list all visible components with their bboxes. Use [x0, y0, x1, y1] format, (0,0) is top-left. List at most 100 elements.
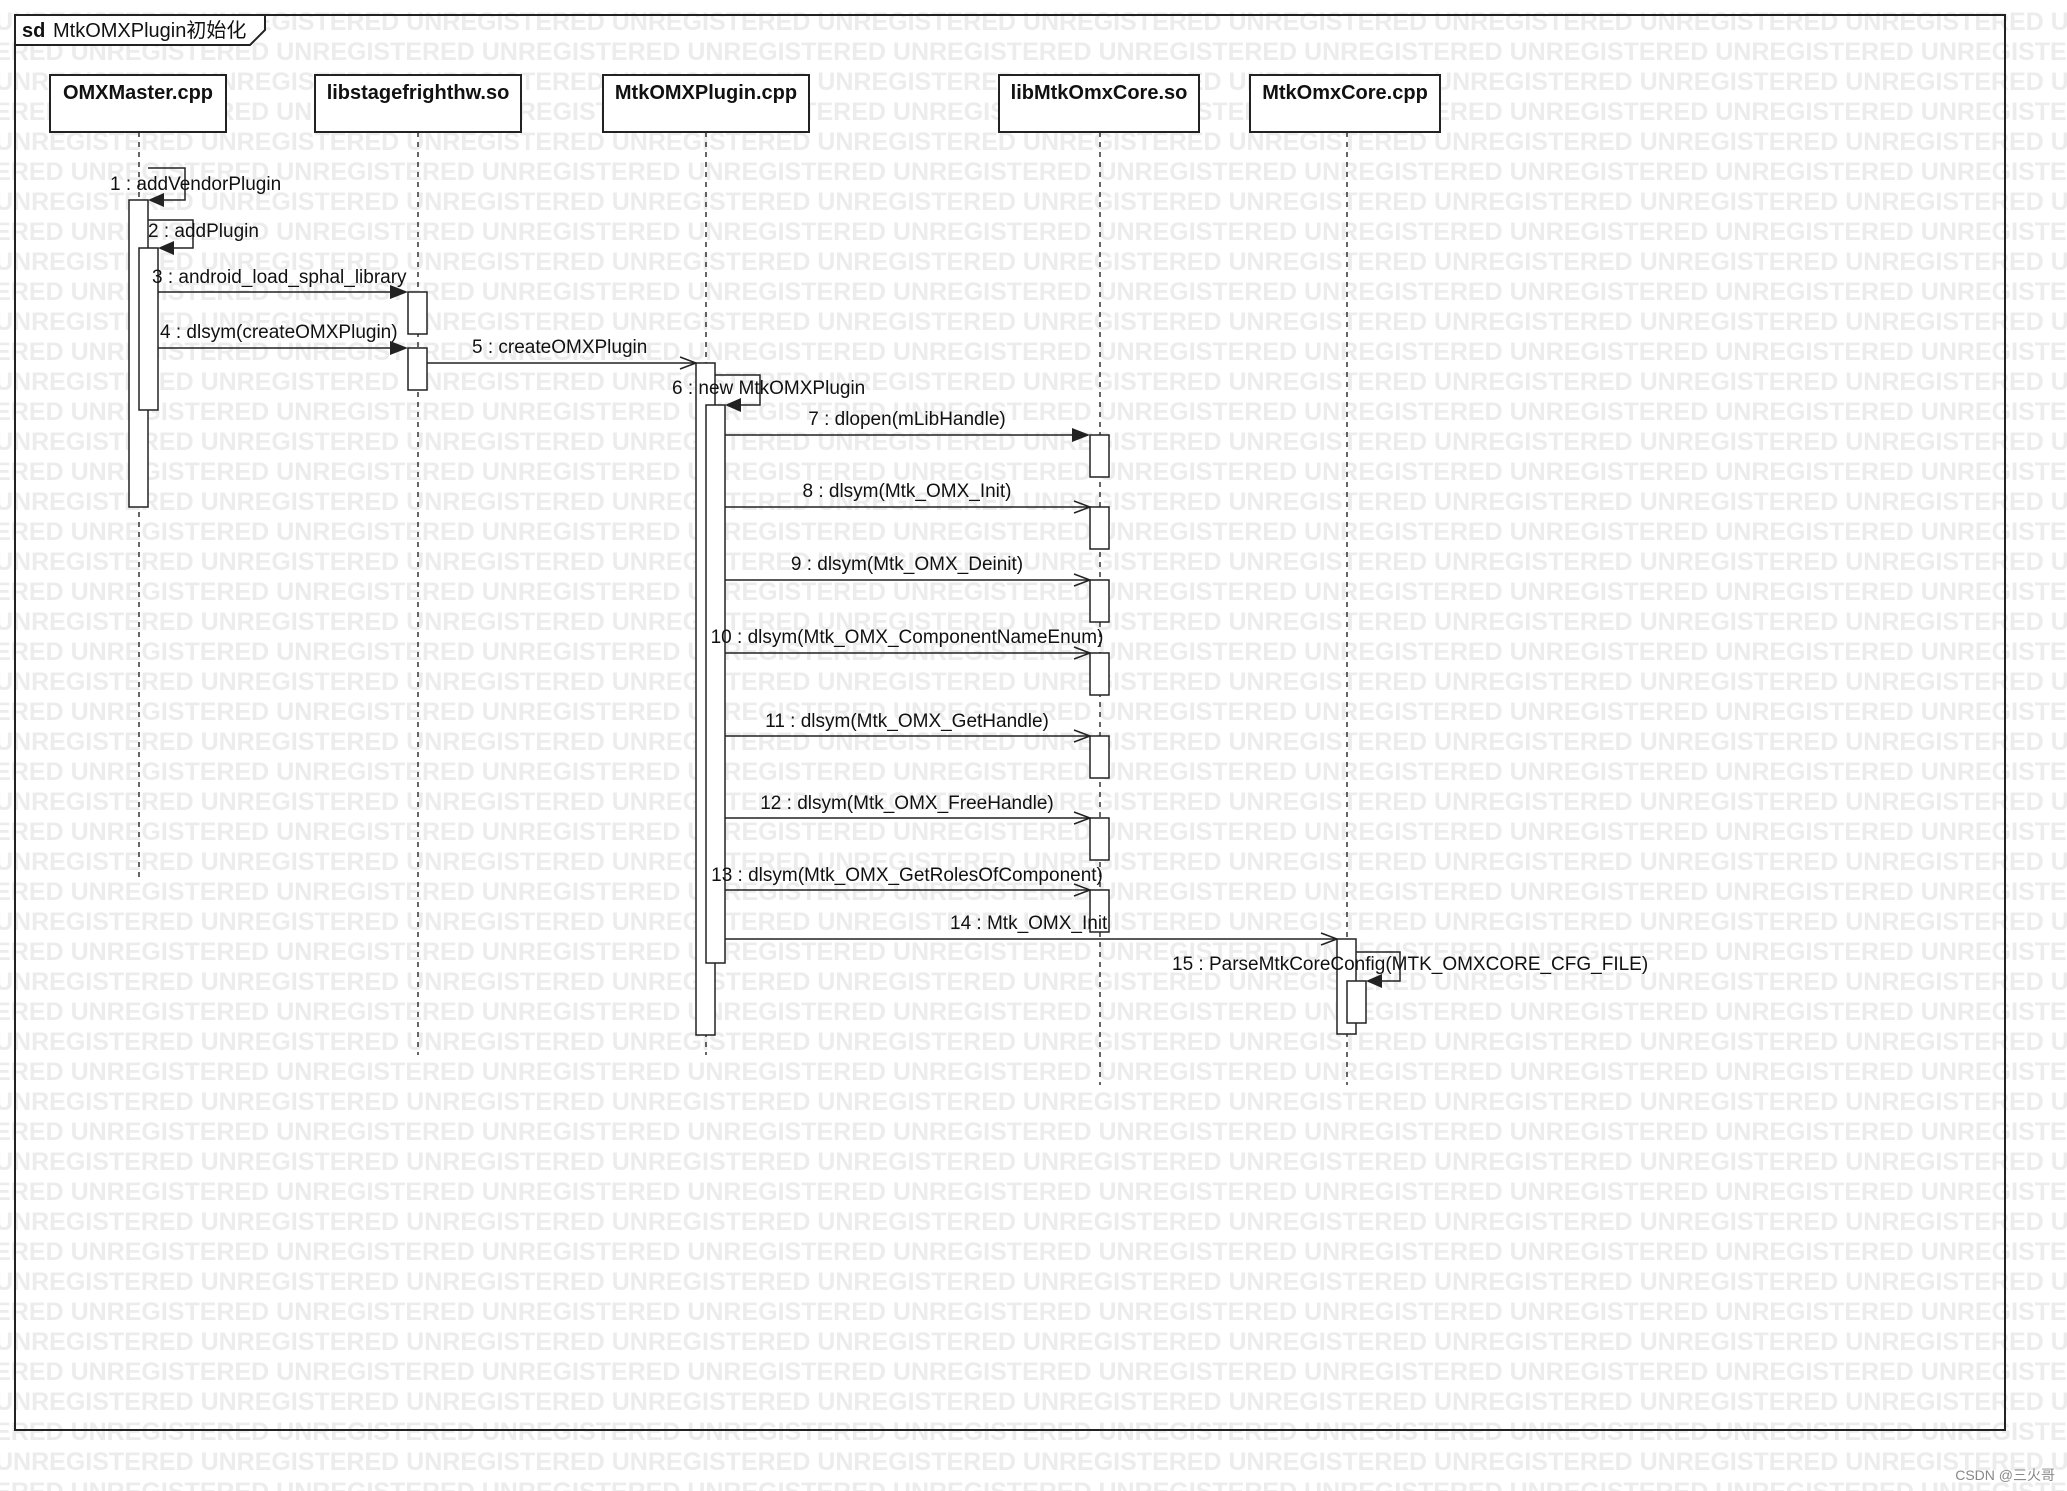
watermark-row: UNREGISTERED UNREGISTERED UNREGISTERED U… — [0, 578, 2067, 606]
message-3-android-load-sphal-library[interactable]: 3 : android_load_sphal_library — [152, 267, 408, 299]
watermark-row: UNREGISTERED UNREGISTERED UNREGISTERED U… — [0, 848, 2067, 876]
lifeline-mtkomxcore[interactable]: MtkOmxCore.cpp — [1249, 74, 1441, 1085]
message-label: 7 : dlopen(mLibHandle) — [808, 409, 1006, 430]
message-arrowhead — [1073, 646, 1093, 660]
activation-bar — [1089, 889, 1110, 933]
message-14-mtk-omx-init[interactable]: 14 : Mtk_OMX_Init — [725, 913, 1340, 946]
message-8-dlsym-mtk-omx-init[interactable]: 8 : dlsym(Mtk_OMX_Init) — [725, 481, 1093, 514]
watermark-row: UNREGISTERED UNREGISTERED UNREGISTERED U… — [0, 158, 2067, 186]
watermark-row: UNREGISTERED UNREGISTERED UNREGISTERED U… — [0, 1478, 2067, 1491]
lifeline-header-box — [602, 74, 810, 133]
message-label: 2 : addPlugin — [148, 221, 259, 242]
lifeline-header-box — [314, 74, 522, 133]
activation-bars — [128, 199, 1367, 1036]
message-label: 4 : dlsym(createOMXPlugin) — [160, 322, 398, 343]
watermark-row: UNREGISTERED UNREGISTERED UNREGISTERED U… — [0, 968, 2067, 996]
lifeline-title: OMXMaster.cpp — [63, 82, 213, 104]
lifeline-title: libstagefrighthw.so — [327, 82, 510, 104]
messages: 1 : addVendorPlugin 2 : addPlugin 3 : an… — [110, 167, 1648, 988]
message-11-dlsym-gethandle[interactable]: 11 : dlsym(Mtk_OMX_GetHandle) — [725, 711, 1093, 743]
watermark-row: UNREGISTERED UNREGISTERED UNREGISTERED U… — [0, 1418, 2067, 1446]
frame-keyword: sd — [22, 20, 45, 42]
message-arrowhead — [1072, 428, 1090, 442]
watermark-row: UNREGISTERED UNREGISTERED UNREGISTERED U… — [0, 1118, 2067, 1146]
message-1-addvendorplugin[interactable]: 1 : addVendorPlugin — [110, 167, 281, 207]
message-6-new-mtkomxplugin[interactable]: 6 : new MtkOMXPlugin — [672, 374, 865, 412]
watermark-row: UNREGISTERED UNREGISTERED UNREGISTERED U… — [0, 218, 2067, 246]
lifeline-title: libMtkOmxCore.so — [1011, 82, 1188, 104]
message-4-dlsym-createomxplugin[interactable]: 4 : dlsym(createOMXPlugin) — [158, 322, 408, 355]
watermark-row: UNREGISTERED UNREGISTERED UNREGISTERED U… — [0, 818, 2067, 846]
watermark-row: UNREGISTERED UNREGISTERED UNREGISTERED U… — [0, 428, 2067, 456]
message-7-dlopen[interactable]: 7 : dlopen(mLibHandle) — [725, 409, 1090, 442]
message-arrowhead — [390, 285, 408, 299]
watermark-row: UNREGISTERED UNREGISTERED UNREGISTERED U… — [0, 488, 2067, 516]
csdn-credit: CSDN @三火哥 — [1955, 1467, 2055, 1483]
message-9-dlsym-mtk-omx-deinit[interactable]: 9 : dlsym(Mtk_OMX_Deinit) — [725, 554, 1093, 587]
watermark-row: UNREGISTERED UNREGISTERED UNREGISTERED U… — [0, 1088, 2067, 1116]
watermark-row: UNREGISTERED UNREGISTERED UNREGISTERED U… — [0, 308, 2067, 336]
message-arrowhead — [1320, 932, 1340, 946]
watermark-row: UNREGISTERED UNREGISTERED UNREGISTERED U… — [0, 878, 2067, 906]
message-label: 12 : dlsym(Mtk_OMX_FreeHandle) — [760, 793, 1054, 814]
message-label: 11 : dlsym(Mtk_OMX_GetHandle) — [765, 711, 1049, 732]
activation-bar — [1089, 506, 1110, 550]
watermark-row: UNREGISTERED UNREGISTERED UNREGISTERED U… — [0, 908, 2067, 936]
message-arrowhead — [390, 341, 408, 355]
watermark-row: UNREGISTERED UNREGISTERED UNREGISTERED U… — [0, 998, 2067, 1026]
message-label: 15 : ParseMtkCoreConfig(MTK_OMXCORE_CFG_… — [1172, 954, 1648, 975]
watermark-row: UNREGISTERED UNREGISTERED UNREGISTERED U… — [0, 758, 2067, 786]
lifeline-omxmaster[interactable]: OMXMaster.cpp — [49, 74, 227, 880]
activation-bar — [1089, 735, 1110, 779]
activation-bar — [1089, 652, 1110, 696]
watermark-row: UNREGISTERED UNREGISTERED UNREGISTERED U… — [0, 1058, 2067, 1086]
watermark-row: UNREGISTERED UNREGISTERED UNREGISTERED U… — [0, 1448, 2067, 1476]
message-15-parsemtkcoreconfig[interactable]: 15 : ParseMtkCoreConfig(MTK_OMXCORE_CFG_… — [1172, 951, 1648, 988]
lifeline-libstagefrighthw[interactable]: libstagefrighthw.so — [314, 74, 522, 1055]
watermark-row: UNREGISTERED UNREGISTERED UNREGISTERED U… — [0, 668, 2067, 696]
lifeline-title: MtkOmxCore.cpp — [1262, 82, 1428, 104]
watermark-layer: UNREGISTERED UNREGISTERED UNREGISTERED U… — [0, 8, 2067, 1491]
watermark-row: UNREGISTERED UNREGISTERED UNREGISTERED U… — [0, 188, 2067, 216]
watermark-row: UNREGISTERED UNREGISTERED UNREGISTERED U… — [0, 638, 2067, 666]
message-arrow-line — [148, 167, 186, 201]
message-10-dlsym-componentnameenum[interactable]: 10 : dlsym(Mtk_OMX_ComponentNameEnum) — [711, 627, 1104, 660]
activation-bar — [1089, 817, 1110, 861]
watermark-row: UNREGISTERED UNREGISTERED UNREGISTERED U… — [0, 1178, 2067, 1206]
watermark-row: UNREGISTERED UNREGISTERED UNREGISTERED U… — [0, 338, 2067, 366]
message-12-dlsym-freehandle[interactable]: 12 : dlsym(Mtk_OMX_FreeHandle) — [725, 793, 1093, 825]
lifeline-libmtkomxcore[interactable]: libMtkOmxCore.so — [998, 74, 1200, 1085]
lifeline-header-box — [49, 74, 227, 133]
activation-bar — [1089, 579, 1110, 623]
message-label: 6 : new MtkOMXPlugin — [672, 378, 865, 399]
watermark-row: UNREGISTERED UNREGISTERED UNREGISTERED U… — [0, 1238, 2067, 1266]
message-5-createomxplugin[interactable]: 5 : createOMXPlugin — [427, 337, 699, 370]
watermark-row: UNREGISTERED UNREGISTERED UNREGISTERED U… — [0, 728, 2067, 756]
watermark-row: UNREGISTERED UNREGISTERED UNREGISTERED U… — [0, 1358, 2067, 1386]
watermark-row: UNREGISTERED UNREGISTERED UNREGISTERED U… — [0, 38, 2067, 66]
watermark-row: UNREGISTERED UNREGISTERED UNREGISTERED U… — [0, 938, 2067, 966]
message-arrowhead — [1073, 811, 1093, 825]
message-arrowhead — [679, 356, 699, 370]
activation-bar — [407, 347, 428, 391]
message-arrow-line — [1356, 951, 1401, 982]
activation-bar — [407, 291, 428, 335]
watermark-row: UNREGISTERED UNREGISTERED UNREGISTERED U… — [0, 398, 2067, 426]
message-13-dlsym-getrolesofcomponent[interactable]: 13 : dlsym(Mtk_OMX_GetRolesOfComponent) — [711, 865, 1103, 897]
lifeline-title: MtkOMXPlugin.cpp — [615, 82, 797, 104]
watermark-row: UNREGISTERED UNREGISTERED UNREGISTERED U… — [0, 1388, 2067, 1416]
watermark-row: UNREGISTERED UNREGISTERED UNREGISTERED U… — [0, 458, 2067, 486]
message-label: 14 : Mtk_OMX_Init — [950, 913, 1108, 934]
activation-bar — [1346, 980, 1367, 1024]
watermark-row: UNREGISTERED UNREGISTERED UNREGISTERED U… — [0, 1298, 2067, 1326]
frame-title: MtkOMXPlugin初始化 — [53, 19, 246, 42]
message-label: 10 : dlsym(Mtk_OMX_ComponentNameEnum) — [711, 627, 1104, 648]
message-2-addplugin[interactable]: 2 : addPlugin — [148, 219, 259, 255]
message-arrowhead — [725, 398, 741, 412]
message-arrowhead — [148, 193, 164, 207]
message-arrow-line — [715, 374, 761, 406]
activation-bar — [138, 247, 159, 411]
lifeline-header-box — [998, 74, 1200, 133]
